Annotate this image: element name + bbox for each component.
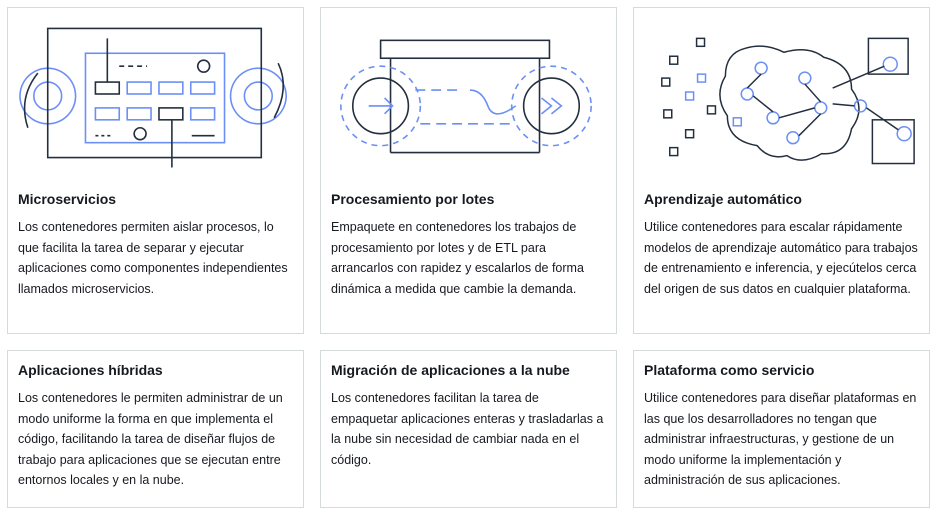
card-description: Utilice contenedores para diseñar plataf… (644, 391, 917, 487)
machine-learning-brain-illustration-icon (661, 37, 915, 165)
card-microservicios: Microservicios Los contenedores permiten… (7, 7, 304, 334)
card-title: Aprendizaje automático (644, 191, 802, 207)
card-aplicaciones-hibridas: Aplicaciones híbridas Los contenedores l… (7, 350, 304, 508)
card-title: Plataforma como servicio (644, 362, 815, 378)
card-title: Migración de aplicaciones a la nube (331, 362, 570, 378)
batch-processing-illustration-icon (340, 39, 592, 154)
card-description: Los contenedores facilitan la tarea de e… (331, 391, 604, 467)
card-procesamiento-por-lotes: Procesamiento por lotes Empaquete en con… (320, 7, 617, 334)
card-description: Los contenedores le permiten administrar… (18, 391, 283, 487)
card-migracion-nube: Migración de aplicaciones a la nube Los … (320, 350, 617, 508)
card-title: Microservicios (18, 191, 117, 207)
card-description: Los contenedores permiten aislar proceso… (18, 220, 288, 296)
card-title: Procesamiento por lotes (331, 191, 495, 207)
microservices-illustration-icon (19, 27, 287, 168)
card-title: Aplicaciones híbridas (18, 362, 163, 378)
card-description: Utilice contenedores para escalar rápida… (644, 220, 918, 296)
card-plataforma-como-servicio: Plataforma como servicio Utilice contene… (633, 350, 930, 508)
card-aprendizaje-automatico: Aprendizaje automático Utilice contenedo… (633, 7, 930, 334)
card-description: Empaquete en contenedores los trabajos d… (331, 220, 584, 296)
